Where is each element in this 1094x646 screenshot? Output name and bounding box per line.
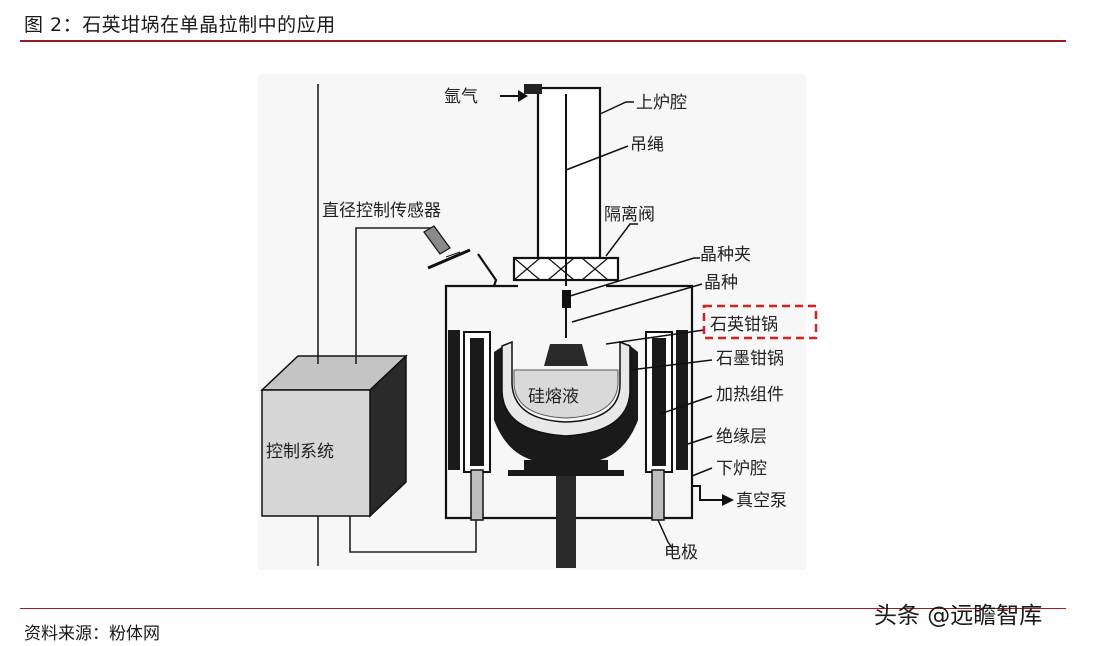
graphite-crucible <box>494 344 638 460</box>
watermark: 头条 @远瞻智库 <box>874 603 1043 629</box>
argon-inlet-arrow <box>500 90 528 102</box>
control-system-label: 控制系统 <box>266 442 334 462</box>
argon-label: 氩气 <box>444 87 478 107</box>
top-rule <box>20 40 1066 42</box>
figure-title: 图 2：石英坩埚在单晶拉制中的应用 <box>24 14 336 36</box>
seed-label: 晶种 <box>704 273 738 293</box>
ingot <box>544 344 588 366</box>
silicon-melt <box>513 369 619 419</box>
insulation-label: 绝缘层 <box>716 427 767 447</box>
silicon-melt-label: 硅熔液 <box>528 387 579 407</box>
electrodes <box>470 469 665 521</box>
crucible-support <box>508 460 624 568</box>
isolation-valve-label: 隔离阀 <box>604 205 655 225</box>
figure-source: 资料来源：粉体网 <box>24 624 160 644</box>
rope-and-seed <box>562 94 571 338</box>
rope-label: 吊绳 <box>630 135 664 155</box>
diameter-sensor-label: 直径控制传感器 <box>322 201 441 221</box>
diameter-sensor <box>423 225 471 270</box>
electrode-label: 电极 <box>664 543 698 563</box>
quartz-crucible <box>501 340 631 437</box>
insulation-layer <box>448 330 688 470</box>
heater-label: 加热组件 <box>716 385 784 405</box>
vacuum-pump-arrow <box>692 485 734 506</box>
heater-elements <box>463 331 673 473</box>
quartz-crucible-highlight <box>702 304 818 340</box>
control-system-box <box>260 354 408 518</box>
seed-chuck-label: 晶种夹 <box>700 245 751 265</box>
graphite-crucible-label: 石墨钳锅 <box>716 349 784 369</box>
quartz-crucible-label: 石英钳锅 <box>710 315 778 335</box>
lower-chamber-label: 下炉腔 <box>716 459 767 479</box>
upper-chamber-label: 上炉腔 <box>636 93 687 113</box>
bottom-rule <box>20 608 1066 609</box>
leader-lines <box>565 101 713 549</box>
lower-chamber <box>444 253 694 520</box>
vacuum-pump-label: 真空泵 <box>736 491 787 511</box>
